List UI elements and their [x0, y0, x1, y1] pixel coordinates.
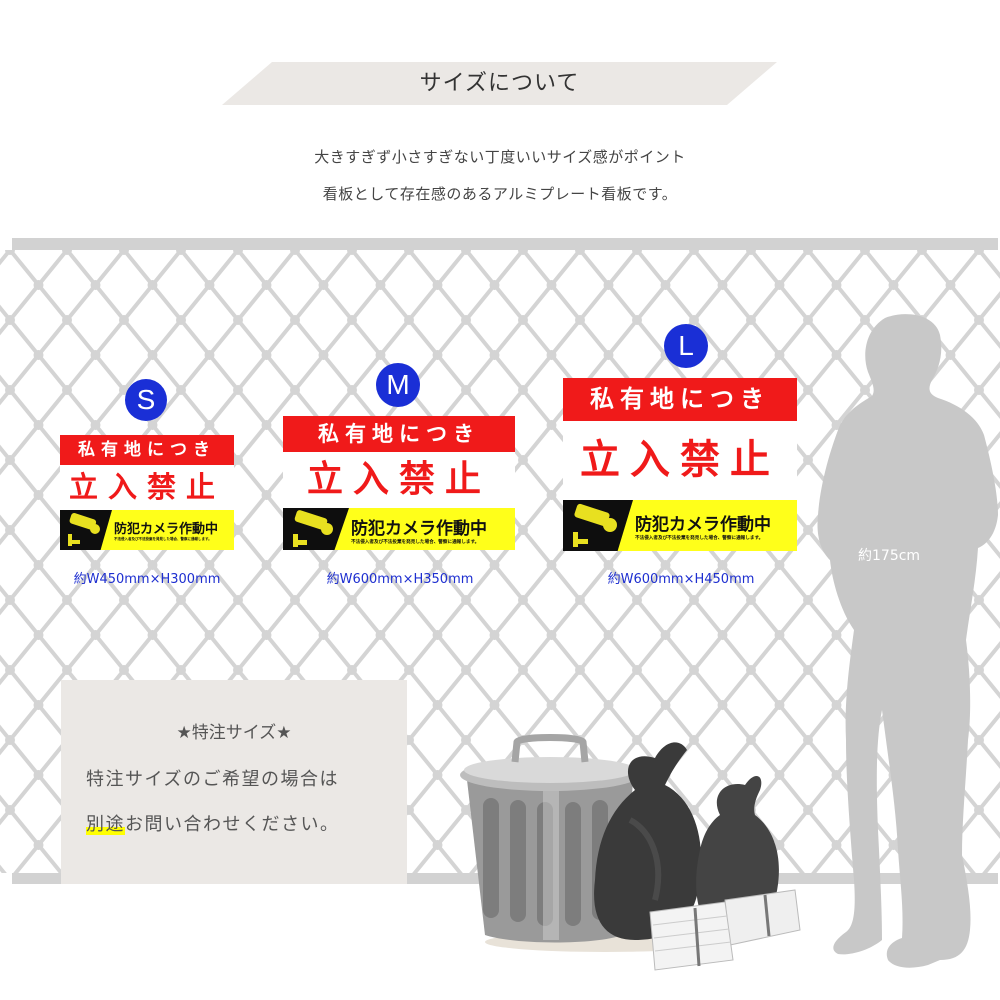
trash-can-and-bags-illustration: [460, 734, 801, 971]
sign-header: 私有地につき: [563, 378, 797, 421]
custom-size-line-1: 特注サイズのご希望の場合は: [86, 769, 339, 790]
security-camera-icon: [563, 500, 633, 551]
custom-size-line-2-rest: お問い合わせください。: [125, 814, 340, 835]
intro-line-2: 看板として存在感のあるアルミプレート看板です。: [322, 185, 678, 203]
size-label-l: 約W600mm×H450mm: [607, 572, 755, 587]
title-banner: [222, 62, 777, 105]
sign-medium: 私有地につき 立入禁止 防犯カメラ作動中 不法侵入者及び不法投棄を発見した場合、…: [283, 416, 515, 550]
sign-main-text: 立入禁止: [68, 470, 225, 504]
custom-size-box: [61, 680, 407, 884]
custom-size-line-2: 別途お問い合わせください。: [86, 810, 406, 836]
camera-title: 防犯カメラ作動中: [351, 518, 487, 539]
sign-header: 私有地につき: [60, 435, 234, 465]
camera-note: 不法侵入者及び不法投棄を発見した場合、警察に通報します。: [635, 536, 764, 541]
sign-header: 私有地につき: [283, 416, 515, 452]
security-camera-icon: [283, 508, 349, 550]
sign-large: 私有地につき 立入禁止 防犯カメラ作動中 不法侵入者及び不法投棄を発見した場合、…: [563, 378, 797, 551]
sign-small: 私有地につき 立入禁止 防犯カメラ作動中 不法侵入者及び不法投棄を発見した場合、…: [60, 435, 234, 550]
size-badge-s: S: [125, 379, 167, 421]
camera-title: 防犯カメラ作動中: [635, 515, 771, 535]
highlighted-text: 別途: [86, 814, 125, 835]
size-badge-m: M: [376, 363, 420, 407]
sign-main-text: 立入禁止: [306, 459, 491, 500]
custom-size-title: ★特注サイズ★: [176, 723, 292, 743]
camera-note: 不法侵入者及び不法投棄を発見した場合、警察に通報します。: [351, 539, 480, 545]
size-label-m: 約W600mm×H350mm: [326, 572, 474, 587]
size-badge-l: L: [664, 324, 708, 368]
sign-main-text: 立入禁止: [580, 437, 780, 483]
camera-title: 防犯カメラ作動中: [114, 522, 219, 537]
security-camera-icon: [60, 510, 112, 550]
camera-note: 不法侵入者及び不法投棄を発見した場合、警察に通報します。: [114, 537, 212, 541]
size-label-s: 約W450mm×H300mm: [73, 572, 221, 587]
fence-top-rail: [12, 238, 998, 250]
intro-line-1: 大きすぎず小さすぎない丁度いいサイズ感がポイント: [314, 148, 686, 166]
camera-band: 防犯カメラ作動中 不法侵入者及び不法投棄を発見した場合、警察に通報します。: [60, 510, 234, 550]
person-silhouette-icon: [817, 314, 998, 968]
camera-band: 防犯カメラ作動中 不法侵入者及び不法投棄を発見した場合、警察に通報します。: [283, 508, 515, 550]
section-title: サイズについて: [419, 71, 580, 96]
person-height-label: 約175cm: [858, 548, 921, 564]
camera-band: 防犯カメラ作動中 不法侵入者及び不法投棄を発見した場合、警察に通報します。: [563, 500, 797, 551]
